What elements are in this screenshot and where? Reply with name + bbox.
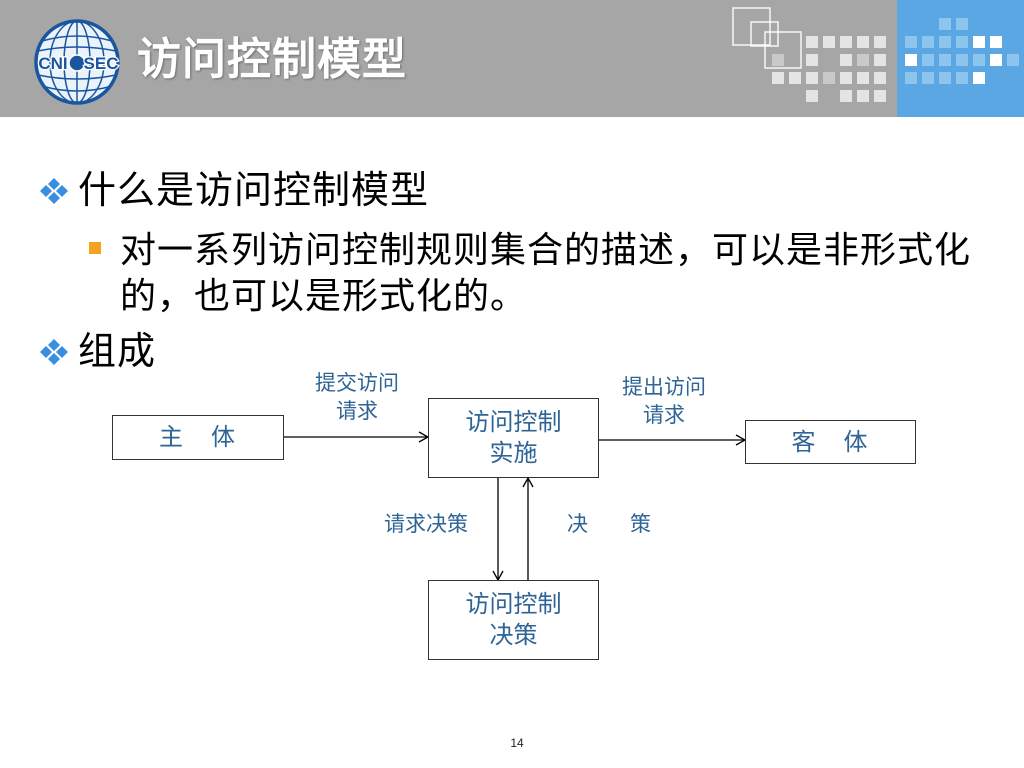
- decor-square: [806, 54, 818, 66]
- edge-label-line: 请求: [643, 403, 685, 427]
- diamond-bullet-icon: [40, 178, 68, 204]
- bullet-item: 什么是访问控制模型: [40, 170, 429, 212]
- node-object: 客 体: [745, 420, 916, 464]
- bullet-item: 组成: [40, 331, 156, 373]
- diamond-piece: [48, 192, 60, 204]
- decor-square: [922, 36, 934, 48]
- node-label: 主 体: [159, 423, 237, 451]
- decor-square: [922, 54, 934, 66]
- logo-parallel: [41, 85, 113, 92]
- decor-outline-square: [764, 31, 802, 69]
- edge-label-line: 提交访问: [315, 371, 399, 395]
- logo-emblem: [68, 54, 86, 72]
- diamond-piece: [56, 346, 68, 358]
- node-subject: 主 体: [112, 415, 284, 460]
- diamond-piece: [48, 178, 60, 190]
- decor-square: [874, 54, 886, 66]
- cnisec-logo: CNI SEC: [34, 19, 120, 105]
- decor-square: [956, 18, 968, 30]
- bullet-text: 组成: [78, 331, 157, 373]
- node-label: 访问控制: [465, 408, 562, 436]
- decor-square: [939, 72, 951, 84]
- slide-header: CNI SEC 访问控制模型: [0, 0, 1024, 117]
- edge-label-line: 提出访问: [622, 375, 706, 399]
- decor-square: [857, 90, 869, 102]
- decor-square: [905, 72, 917, 84]
- node-label: 实施: [489, 439, 538, 467]
- diamond-piece: [56, 185, 68, 197]
- diamond-bullet-icon: [40, 339, 68, 365]
- decor-square: [840, 90, 852, 102]
- decor-square: [956, 36, 968, 48]
- decor-square: [857, 72, 869, 84]
- decor-square: [874, 72, 886, 84]
- logo-parallel: [37, 46, 117, 52]
- node-label: 决策: [489, 621, 538, 649]
- edge-label-line: 请求: [336, 399, 378, 423]
- logo-globe-lines: [37, 20, 117, 104]
- decor-square: [939, 36, 951, 48]
- edge-label-submit-request: 提交访问 请求: [307, 369, 407, 425]
- logo-parallel: [37, 74, 117, 80]
- diamond-piece: [48, 353, 60, 365]
- decor-square: [956, 72, 968, 84]
- edge-label-request-decision: 请求决策: [376, 510, 476, 538]
- bullet-text: 什么是访问控制模型: [78, 170, 430, 212]
- decor-square: [806, 72, 818, 84]
- diamond-piece: [40, 185, 52, 197]
- decor-square: [973, 36, 985, 48]
- diamond-piece: [40, 346, 52, 358]
- edge-label-decision: 决 策: [559, 510, 659, 538]
- decor-square: [772, 72, 784, 84]
- decor-square: [806, 36, 818, 48]
- slide-title: 访问控制模型: [137, 35, 407, 84]
- sub-bullet-line: 对一系列访问控制规则集合的描述，可以是非形式化: [120, 229, 972, 270]
- node-decision: 访问控制 决策: [428, 580, 599, 660]
- decor-square: [905, 36, 917, 48]
- decor-square: [939, 18, 951, 30]
- node-label: 访问控制: [465, 590, 562, 618]
- decor-square: [990, 54, 1002, 66]
- decor-square: [840, 36, 852, 48]
- edge-label-line: 决 策: [567, 512, 651, 536]
- page-number: 14: [510, 736, 524, 750]
- decor-square: [973, 54, 985, 66]
- square-bullet-icon: [89, 242, 101, 254]
- decor-square: [922, 72, 934, 84]
- decor-square: [840, 72, 852, 84]
- decor-square: [1007, 54, 1019, 66]
- edge-label-issue-request: 提出访问 请求: [614, 373, 714, 429]
- decor-square: [857, 36, 869, 48]
- decor-square: [857, 54, 869, 66]
- logo-text-left: CNI: [38, 54, 67, 73]
- node-label: 客 体: [791, 427, 870, 456]
- decor-square: [973, 72, 985, 84]
- decor-square: [806, 90, 818, 102]
- decor-square: [990, 36, 1002, 48]
- logo-parallel: [41, 35, 113, 42]
- arrowhead: [522, 476, 534, 488]
- decor-square: [789, 72, 801, 84]
- edge-label-line: 请求决策: [384, 512, 468, 536]
- header-decoration: [732, 0, 1024, 117]
- decor-square: [823, 72, 835, 84]
- decor-square: [939, 54, 951, 66]
- sub-bullet-line: 的，也可以是形式化的。: [120, 275, 528, 316]
- node-enforcement: 访问控制 实施: [428, 398, 599, 478]
- logo-text-right: SEC: [84, 54, 119, 73]
- decor-square: [874, 90, 886, 102]
- decor-square: [874, 36, 886, 48]
- decor-square: [823, 36, 835, 48]
- diamond-piece: [48, 339, 60, 351]
- decor-square: [772, 54, 784, 66]
- decor-square: [840, 54, 852, 66]
- decor-square: [956, 54, 968, 66]
- sub-bullet-text: 对一系列访问控制规则集合的描述，可以是非形式化 的，也可以是形式化的。: [120, 227, 971, 319]
- decor-square: [905, 54, 917, 66]
